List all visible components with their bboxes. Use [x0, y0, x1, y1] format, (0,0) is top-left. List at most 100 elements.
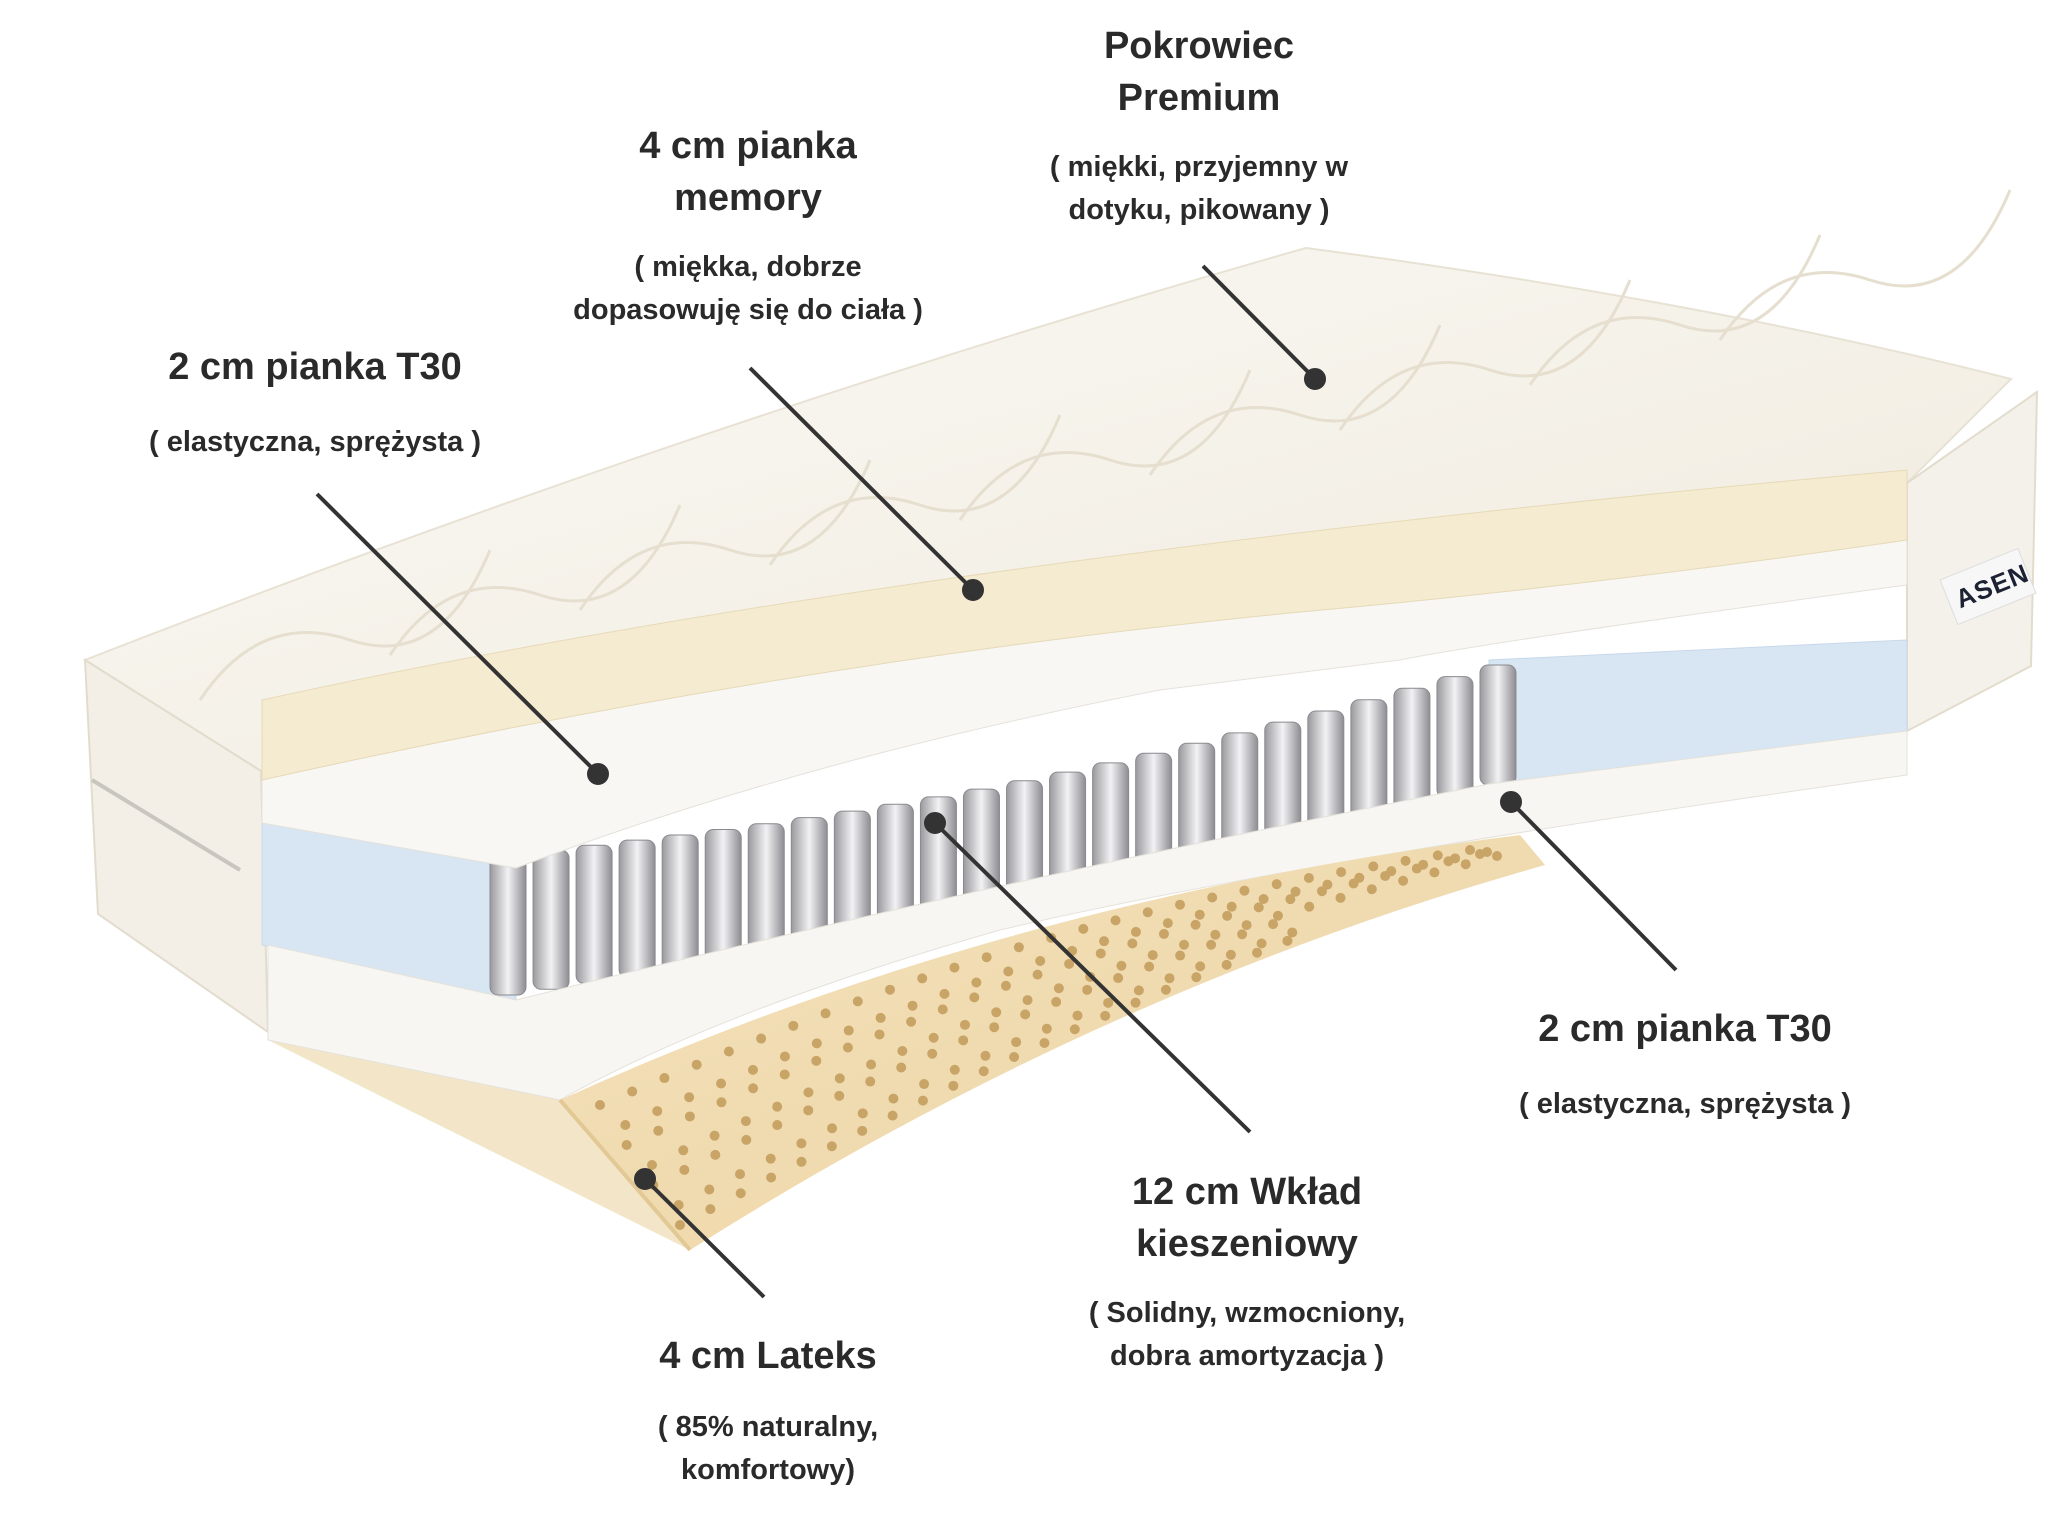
label-t30-right-sub: ( elastyczna, sprężysta )	[1518, 1088, 1852, 1120]
label-memory: 4 cm pianka memory ( miękka, dobrze dopa…	[573, 120, 923, 332]
latex-hole	[1082, 984, 1093, 995]
leader-dot-t30-right	[1500, 791, 1522, 813]
leader-memory	[748, 366, 975, 592]
latex-hole	[937, 1004, 948, 1015]
latex-hole	[1380, 870, 1391, 881]
latex-hole	[1147, 950, 1158, 961]
latex-hole	[704, 1184, 715, 1195]
label-latex: 4 cm Lateks ( 85% naturalny, komfortowy)	[658, 1330, 878, 1492]
latex-hole	[735, 1169, 746, 1180]
latex-hole	[756, 1033, 767, 1044]
quilt-stitch	[578, 459, 872, 611]
latex-hole	[1000, 980, 1011, 991]
label-pocket-title-2: kieszeniowy	[1136, 1223, 1358, 1265]
latex-hole	[1110, 915, 1121, 926]
latex-hole	[1130, 926, 1141, 937]
latex-hole	[1222, 910, 1233, 921]
latex-hole	[1164, 973, 1175, 984]
leader-dot-t30-left	[587, 763, 609, 785]
latex-hole	[716, 1097, 727, 1108]
latex-hole	[1051, 996, 1062, 1007]
latex-hole	[1336, 867, 1347, 878]
latex-hole	[1411, 863, 1422, 874]
latex-hole	[1239, 885, 1250, 896]
latex-hole	[1206, 939, 1217, 950]
latex-hole	[705, 1204, 716, 1215]
latex-hole	[772, 1120, 783, 1131]
latex-hole	[1304, 901, 1315, 912]
label-pocket-sub-1: ( Solidny, wzmocniony,	[1088, 1297, 1406, 1329]
leader-pocket	[933, 821, 1252, 1134]
latex-hole	[621, 1140, 632, 1150]
spring-coil	[1479, 664, 1517, 786]
latex-hole	[1190, 919, 1201, 930]
latex-hole	[1465, 845, 1475, 855]
latex-hole	[874, 1029, 885, 1040]
leader-cover	[1201, 264, 1317, 381]
latex-hole	[1432, 850, 1443, 861]
latex-hole	[779, 1051, 790, 1062]
label-cover-sub-2: dotyku, pikowany )	[1068, 194, 1330, 226]
latex-hole	[788, 1020, 799, 1031]
label-t30-left-title: 2 cm pianka T30	[168, 346, 462, 388]
spring-coil	[575, 844, 613, 984]
latex-hole	[1253, 902, 1264, 913]
latex-hole	[766, 1172, 777, 1183]
latex-hole	[684, 1092, 695, 1103]
latex-hole	[1400, 855, 1411, 866]
latex-hole	[1366, 884, 1377, 895]
memory-foam-layer	[261, 469, 1908, 781]
latex-hole	[917, 1095, 928, 1106]
latex-holes	[595, 845, 1502, 1230]
label-memory-title-2: memory	[674, 177, 822, 219]
label-pocket: 12 cm Wkład kieszeniowy ( Solidny, wzmoc…	[1089, 1166, 1405, 1378]
latex-hole	[803, 1087, 814, 1098]
latex-hole	[1443, 856, 1454, 867]
latex-hole	[939, 988, 950, 999]
latex-hole	[659, 1073, 670, 1084]
latex-front-edge	[558, 1098, 692, 1252]
latex-hole	[735, 1188, 746, 1199]
latex-hole	[803, 1105, 814, 1116]
latex-hole	[834, 1090, 845, 1101]
latex-hole	[1460, 859, 1471, 870]
spring-coil	[489, 854, 527, 996]
leader-lines	[315, 264, 1678, 1299]
latex-hole	[1282, 935, 1293, 946]
latex-hole	[917, 973, 928, 984]
latex-hole	[1011, 1037, 1022, 1048]
latex-hole	[647, 1160, 657, 1170]
latex-hole	[709, 1130, 720, 1141]
spring-coil	[661, 834, 699, 972]
latex-hole	[820, 1008, 831, 1019]
latex-hole	[1078, 923, 1089, 934]
label-latex-title: 4 cm Lateks	[659, 1335, 877, 1377]
latex-hole	[678, 1145, 689, 1156]
latex-hole	[1322, 879, 1333, 890]
latex-hole	[1268, 919, 1279, 930]
latex-hole	[857, 1125, 868, 1136]
leader-t30-left	[315, 492, 600, 776]
latex-hole	[1020, 1009, 1031, 1020]
latex-hole	[907, 1000, 918, 1011]
latex-hole	[627, 1086, 638, 1097]
latex-hole	[741, 1134, 752, 1145]
latex-hole	[1095, 948, 1106, 959]
latex-hole	[1022, 995, 1033, 1006]
latex-hole	[1398, 875, 1409, 886]
latex-hole	[691, 1059, 702, 1070]
latex-hole	[1032, 969, 1043, 980]
quilt-stitch	[768, 414, 1062, 566]
label-t30-right-title: 2 cm pianka T30	[1538, 1008, 1832, 1050]
latex-hole	[1316, 886, 1327, 897]
pocket-springs	[489, 664, 1517, 996]
latex-hole	[927, 1048, 938, 1059]
quilt-stitch	[198, 549, 492, 701]
latex-hole	[865, 1076, 876, 1087]
latex-hole	[1053, 983, 1064, 994]
latex-hole	[866, 1059, 877, 1070]
latex-hole	[1130, 997, 1141, 1008]
label-memory-sub-1: ( miękka, dobrze	[634, 251, 862, 283]
latex-hole	[675, 1220, 685, 1230]
quilt-stitch	[1528, 234, 1822, 386]
